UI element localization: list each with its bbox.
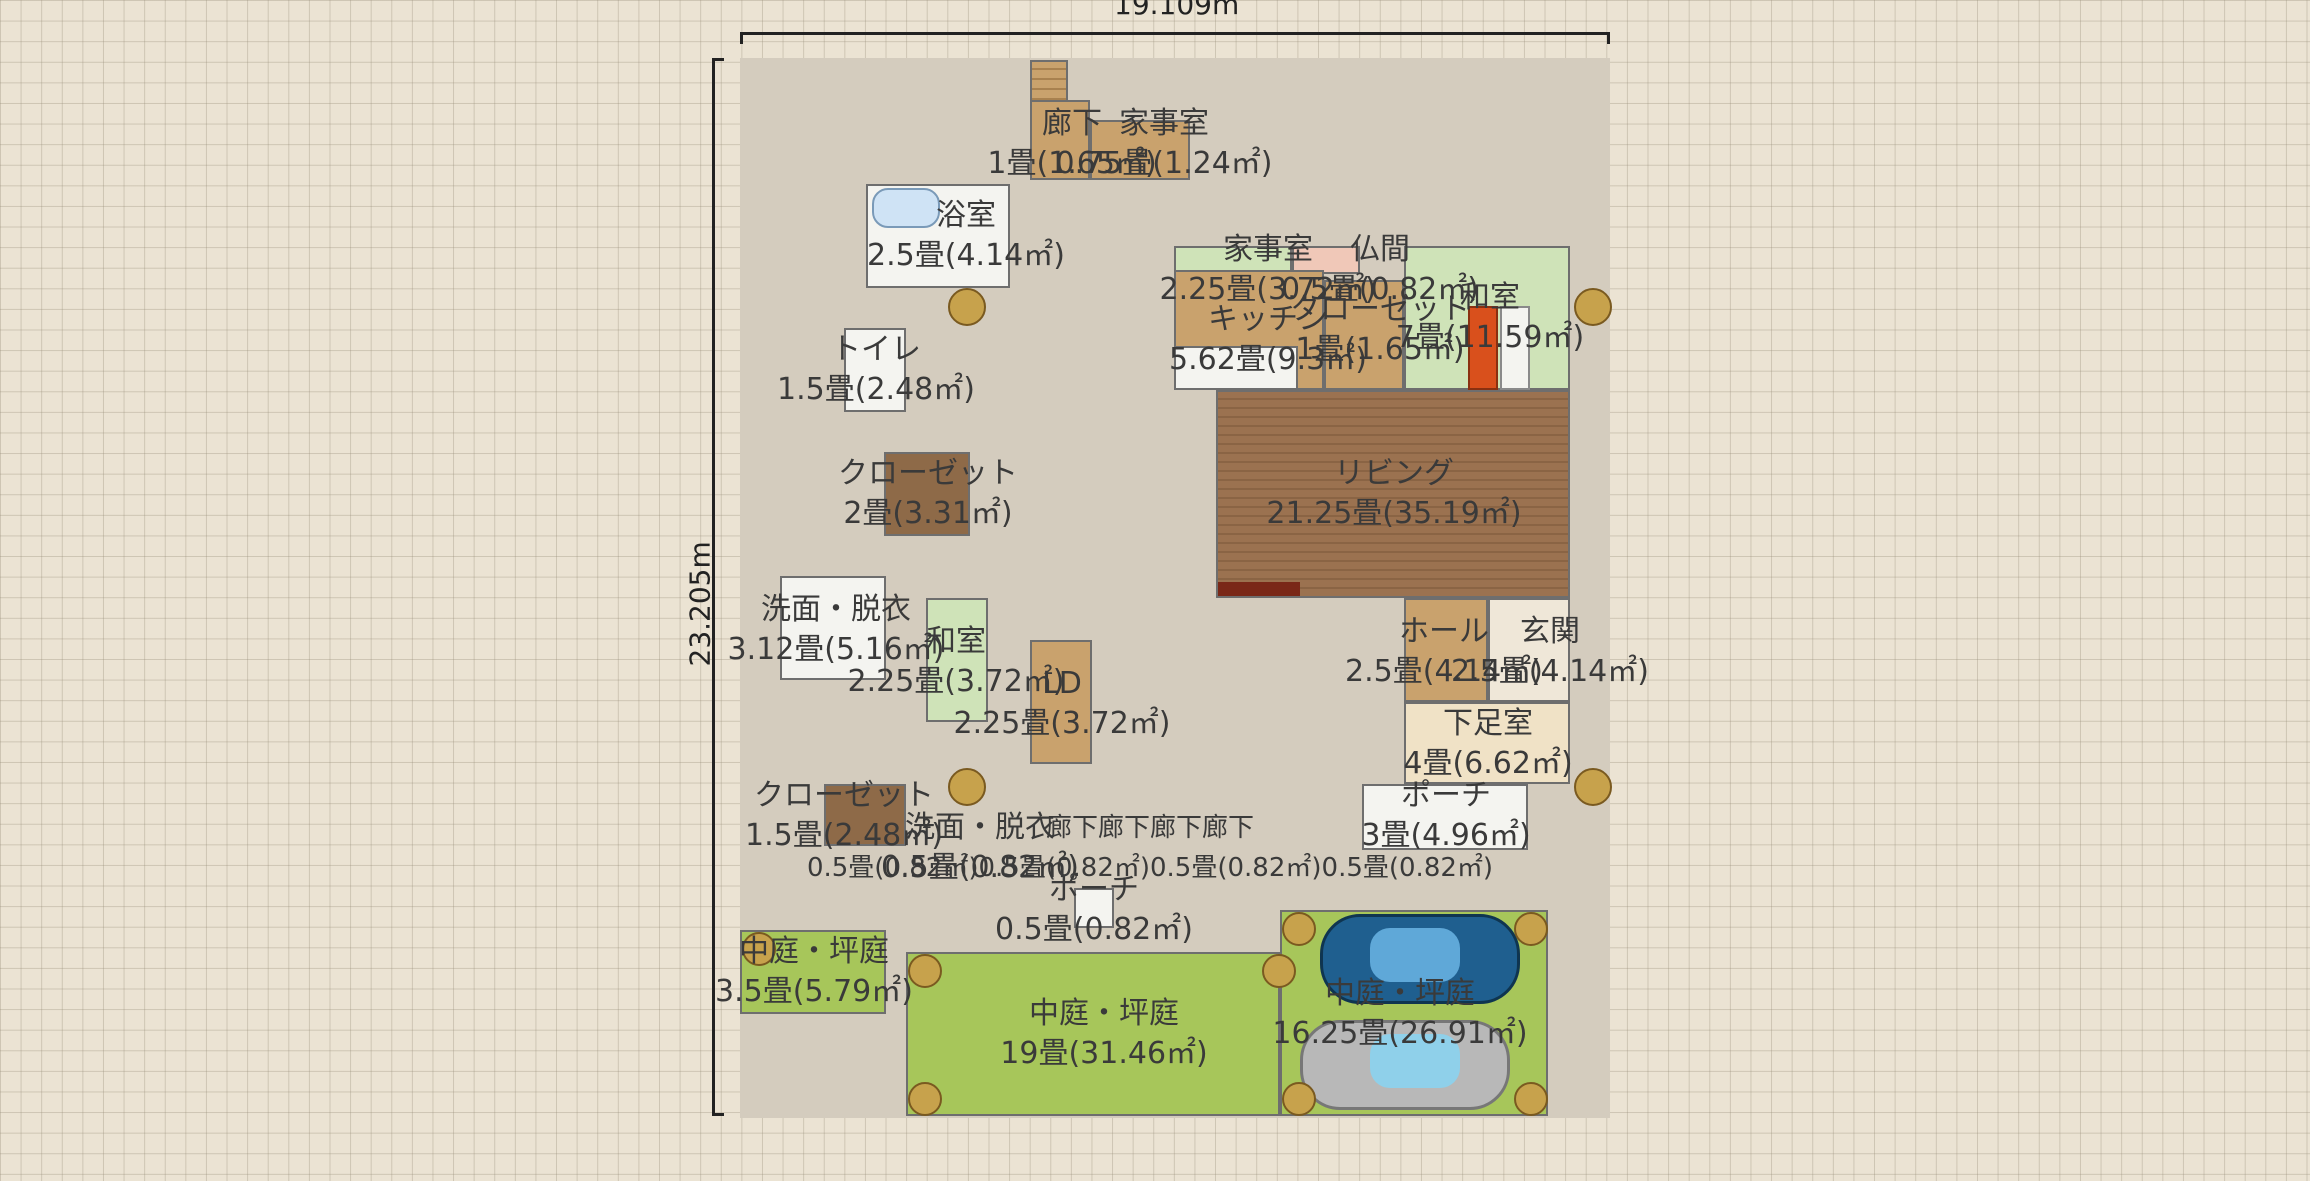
futon-icon (1468, 306, 1498, 390)
room-hall (1404, 598, 1488, 702)
width-dimension-label: 19.109m (1114, 0, 1240, 21)
height-dimension-line (712, 58, 724, 1116)
plant-icon (908, 954, 942, 988)
plant-icon (1514, 912, 1548, 946)
room-rouka-top (1030, 100, 1090, 180)
car-blue-windshield (1370, 928, 1460, 982)
room-butsuma (1292, 246, 1360, 274)
room-closet-kitchen (1324, 280, 1404, 390)
plant-icon (1514, 1082, 1548, 1116)
plant-icon (1574, 768, 1612, 806)
futon-icon-2 (1500, 306, 1530, 390)
plant-icon (1574, 288, 1612, 326)
plant-icon (1262, 954, 1296, 988)
width-dimension-line (740, 32, 1610, 44)
room-porch-right (1362, 784, 1528, 850)
bathtub-icon (872, 188, 940, 228)
plant-icon (1282, 912, 1316, 946)
room-kajishitsu-top (1090, 120, 1190, 180)
plant-icon (948, 768, 986, 806)
kitchen-counter (1174, 346, 1298, 390)
room-nakaniwa-center (906, 952, 1280, 1116)
sofa-icon (1218, 582, 1300, 596)
room-washitsu-small (926, 598, 988, 722)
car-silver-windshield (1370, 1034, 1460, 1088)
room-genkan (1488, 598, 1570, 702)
room-living (1216, 390, 1570, 598)
room-gesokushitsu (1404, 702, 1570, 784)
plant-icon (908, 1082, 942, 1116)
room-closet-bottom (824, 784, 906, 846)
plant-icon (742, 932, 776, 966)
room-porch-small (1074, 888, 1114, 928)
room-toilet (844, 328, 906, 412)
room-senmen-top (780, 576, 886, 680)
height-dimension-label: 23.205m (683, 541, 717, 667)
room-ld (1030, 640, 1092, 764)
plant-icon (948, 288, 986, 326)
room-closet-left (884, 452, 970, 536)
plant-icon (1282, 1082, 1316, 1116)
